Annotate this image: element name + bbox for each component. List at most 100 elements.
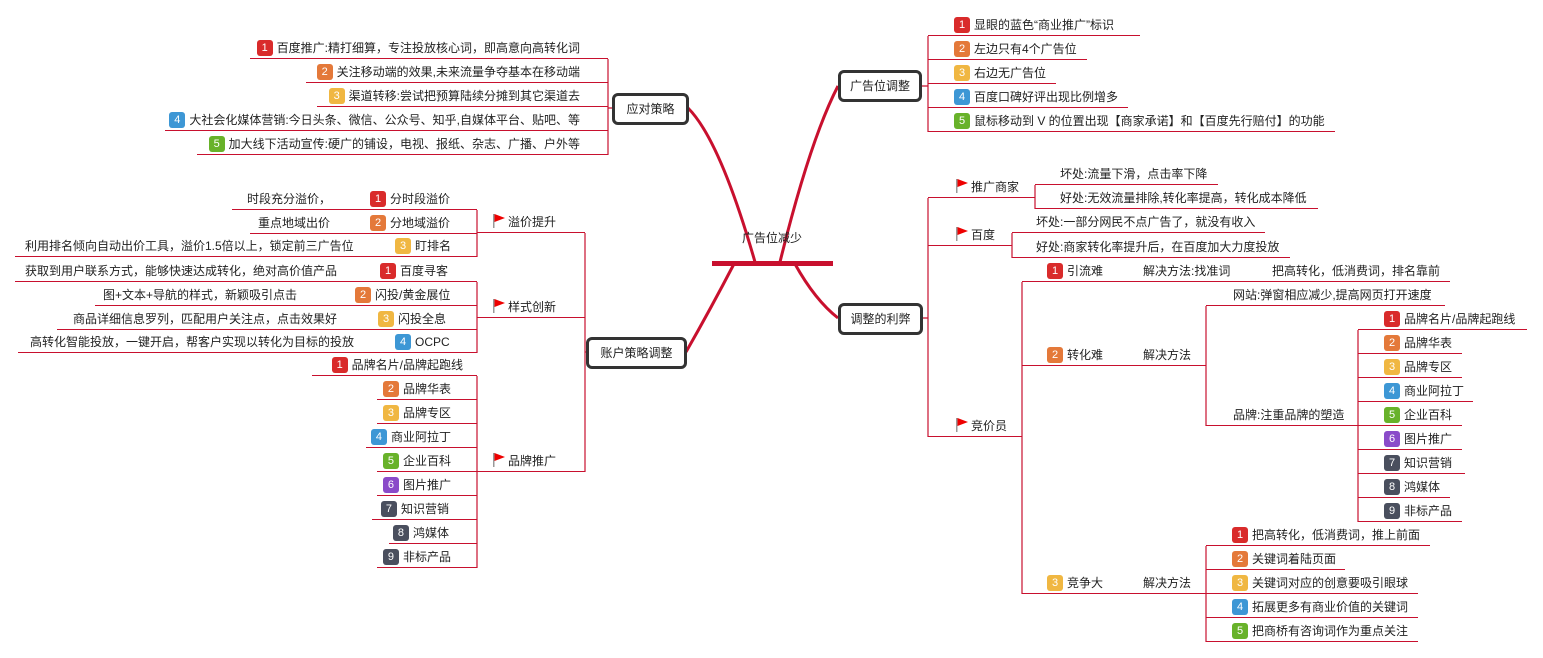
- group-label: 溢价提升: [508, 215, 557, 229]
- group-label: 品牌推广: [508, 454, 557, 468]
- item-text: 品牌名片/品牌起跑线: [351, 358, 463, 372]
- badge-2-icon: 2: [316, 63, 333, 80]
- badge-4-icon: 4: [1232, 598, 1248, 615]
- advertisers-bad[interactable]: 坏处:流量下滑，点击率下降: [1035, 163, 1218, 185]
- badge-3-icon: 3: [328, 87, 345, 104]
- item-text: 品牌华表: [402, 382, 451, 396]
- topic-account-strategy[interactable]: 账户策略调整: [586, 337, 687, 369]
- item-text: OCPC: [415, 335, 450, 349]
- item-text: 非标产品: [1404, 504, 1453, 518]
- badge-2-icon: 2: [1232, 550, 1248, 567]
- group-premium[interactable]: 溢价提升: [477, 211, 585, 233]
- badge-1-icon: 1: [331, 356, 348, 373]
- group-advertisers[interactable]: 推广商家: [928, 176, 1035, 198]
- item-text: 品牌专区: [1404, 360, 1453, 374]
- badge-6-icon: 6: [1384, 430, 1400, 447]
- item-text: 分时段溢价: [390, 192, 451, 206]
- flag-icon: [956, 226, 968, 241]
- conversion-site[interactable]: 网站:弹窗相应减少,提高网页打开速度: [1206, 284, 1445, 306]
- item-text: 闪投/黄金展位: [375, 288, 451, 302]
- badge-4-icon: 4: [370, 428, 387, 445]
- badge-3-icon: 3: [378, 310, 394, 327]
- badge-1-icon: 1: [1232, 526, 1248, 543]
- conversion-brand[interactable]: 品牌:注重品牌的塑造: [1206, 404, 1358, 426]
- desc-text: 图+文本+导航的样式，新颖吸引点击: [103, 288, 298, 302]
- item-text: 非标产品: [402, 550, 451, 564]
- solution-item[interactable]: 2 关键词着陆页面: [1206, 548, 1345, 570]
- badge-2-icon: 2: [370, 214, 386, 231]
- baidu-bad[interactable]: 坏处:一部分网民不点广告了，就没有收入: [1012, 211, 1265, 233]
- group-brand[interactable]: 品牌推广: [477, 450, 585, 472]
- group-style[interactable]: 样式创新: [477, 296, 585, 318]
- item-text: 图片推广: [402, 478, 451, 492]
- badge-5-icon: 5: [1232, 622, 1248, 639]
- item-text: 商业阿拉丁: [390, 430, 451, 444]
- desc-text: 商品详细信息罗列，匹配用户关注点，点击效果好: [73, 312, 338, 326]
- advertisers-good[interactable]: 好处:无效流量排除,转化率提高，转化成本降低: [1035, 187, 1318, 209]
- topic-ad-adjust[interactable]: 广告位调整: [838, 70, 922, 102]
- item-text: 鸿媒体: [412, 526, 449, 540]
- group-baidu[interactable]: 百度: [928, 224, 1012, 246]
- method-text: 解决方法: [1143, 576, 1192, 590]
- central-topic[interactable]: 广告位减少: [742, 231, 803, 245]
- group-bidder[interactable]: 竞价员: [928, 415, 1022, 437]
- baidu-good[interactable]: 好处:商家转化率提升后，在百度加大力度投放: [1012, 236, 1290, 258]
- topic-pros-cons[interactable]: 调整的利弊: [838, 303, 923, 335]
- item-text: 引流难: [1067, 264, 1104, 278]
- item-text: 百度推广:精打细算，专注投放核心词，即高意向高转化词: [276, 41, 580, 55]
- topic-strategy[interactable]: 应对策略: [612, 93, 689, 125]
- badge-8-icon: 8: [392, 524, 409, 541]
- badge-5-icon: 5: [1384, 406, 1400, 423]
- flag-icon: [493, 213, 505, 228]
- item-text: 渠道转移:尝试把预算陆续分摊到其它渠道去: [348, 89, 580, 103]
- flag-icon: [956, 417, 968, 432]
- badge-2-icon: 2: [1384, 334, 1400, 351]
- badge-8-icon: 8: [1384, 478, 1400, 495]
- badge-3-icon: 3: [382, 404, 399, 421]
- flag-icon: [956, 178, 968, 193]
- item-text: 关键词着陆页面: [1252, 552, 1337, 566]
